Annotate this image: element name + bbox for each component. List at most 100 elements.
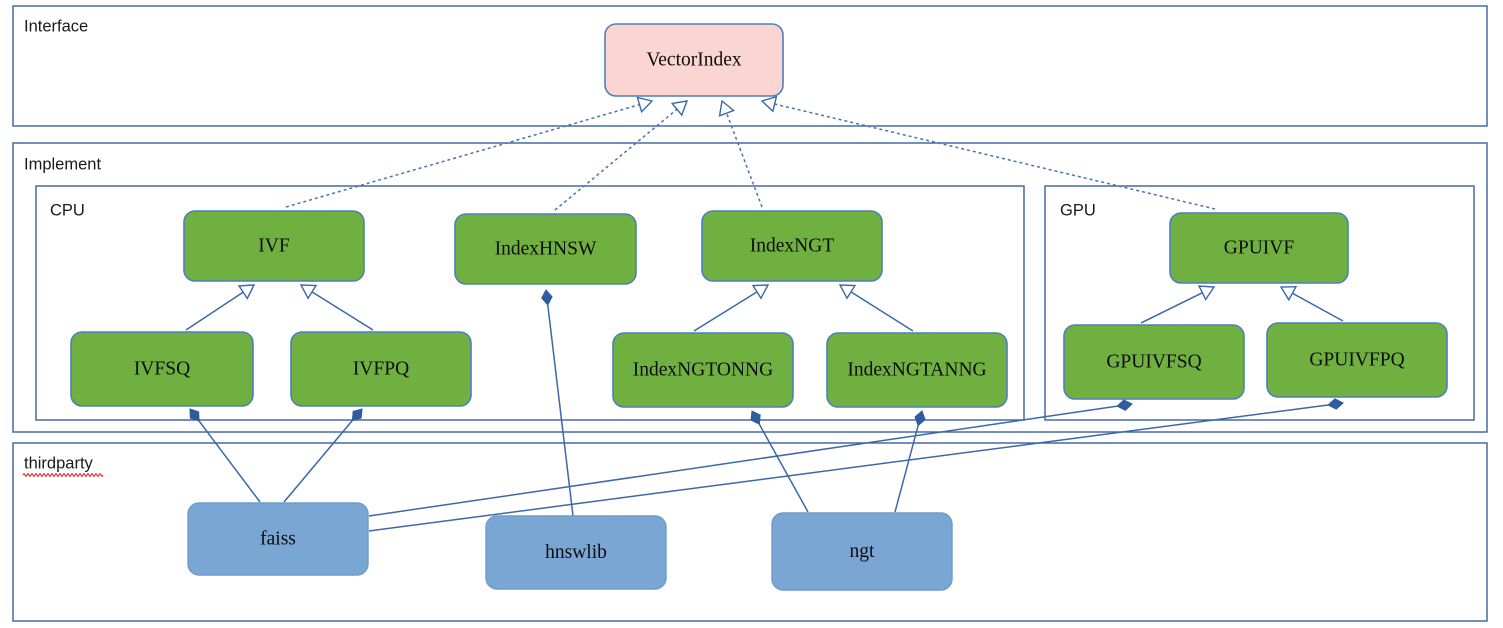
node-gpuivf[interactable]: GPUIVF (1169, 212, 1349, 284)
node-box-ivf[interactable] (183, 210, 365, 282)
edge-indexhnsw-impl-vectorindex (554, 100, 689, 211)
edge-path-ivfsq-ext-ivf (185, 290, 245, 331)
arrowhead-ngtonng-ext-ngt (751, 284, 770, 300)
node-label-faiss: faiss (260, 528, 296, 549)
node-box-indexngt[interactable] (701, 210, 883, 282)
edge-path-faiss-comp-gpuivfsq (368, 405, 1119, 517)
node-label-indexngtonng: IndexNGTONNG (633, 359, 773, 380)
node-label-indexhnsw: IndexHNSW (495, 238, 597, 259)
node-label-ivfsq: IVFSQ (134, 358, 190, 379)
edges-layer (185, 95, 1344, 532)
node-box-gpuivfpq[interactable] (1266, 322, 1448, 398)
edge-hnswlib-comp-indexhnsw (541, 289, 574, 517)
node-label-hnswlib: hnswlib (545, 542, 607, 563)
edge-path-ngtanng-ext-ngt (849, 290, 914, 332)
arrowhead-indexngt-impl-vectorindex (718, 99, 735, 117)
node-label-ivf: IVF (258, 235, 290, 256)
edge-gpuivfpq-ext-gpuivf (1279, 285, 1344, 322)
edge-path-ivf-impl-vectorindex (285, 103, 641, 208)
diamond-faiss-comp-ivfsq (189, 408, 200, 422)
node-label-indexngtanng: IndexNGTANNG (847, 359, 986, 380)
edge-path-ngt-comp-indexngtanng (894, 424, 920, 513)
arrowhead-indexhnsw-impl-vectorindex (670, 100, 689, 117)
node-ivfpq[interactable]: IVFPQ (290, 331, 472, 407)
node-box-gpuivf[interactable] (1169, 212, 1349, 284)
edge-gpuivfsq-ext-gpuivf (1140, 285, 1216, 324)
node-indexngtanng[interactable]: IndexNGTANNG (826, 332, 1008, 408)
edge-faiss-comp-gpuivfsq (368, 399, 1133, 517)
edge-path-indexhnsw-impl-vectorindex (554, 108, 679, 211)
node-box-ivfsq[interactable] (70, 331, 254, 407)
edge-faiss-comp-gpuivfpq (368, 398, 1344, 532)
node-label-gpuivfpq: GPUIVFPQ (1309, 349, 1404, 370)
edge-path-hnswlib-comp-indexhnsw (546, 303, 574, 517)
node-box-faiss[interactable] (187, 502, 369, 576)
node-box-ngt[interactable] (771, 512, 953, 591)
node-box-vectorindex[interactable] (604, 23, 784, 97)
diamond-hnswlib-comp-indexhnsw (541, 289, 553, 306)
node-label-vectorindex: VectorIndex (646, 49, 742, 70)
node-box-gpuivfsq[interactable] (1063, 324, 1245, 400)
node-box-ivfpq[interactable] (290, 331, 472, 407)
edge-ivfpq-ext-ivf (299, 284, 374, 331)
container-label-implement: Implement (24, 155, 101, 173)
node-gpuivfpq[interactable]: GPUIVFPQ (1266, 322, 1448, 398)
edge-path-indexngt-impl-vectorindex (725, 111, 763, 208)
spellcheck-underline-thirdparty (22, 473, 104, 477)
node-indexngt[interactable]: IndexNGT (701, 210, 883, 282)
edge-faiss-comp-ivfpq (283, 408, 363, 503)
diamond-faiss-comp-ivfpq (351, 408, 363, 422)
edge-path-gpuivf-impl-vectorindex (773, 103, 1216, 210)
container-label-gpu: GPU (1060, 201, 1096, 219)
container-label-interface: Interface (24, 17, 88, 35)
arrowhead-gpuivfsq-ext-gpuivf (1197, 285, 1216, 301)
arrowhead-ivfpq-ext-ivf (299, 284, 318, 300)
container-label-cpu: CPU (50, 201, 85, 219)
node-box-indexngtanng[interactable] (826, 332, 1008, 408)
arrowhead-ngtanng-ext-ngt (838, 284, 857, 300)
node-hnswlib[interactable]: hnswlib (485, 515, 667, 590)
edge-path-ngtonng-ext-ngt (693, 290, 759, 332)
diamond-faiss-comp-gpuivfpq (1327, 398, 1344, 410)
node-ivfsq[interactable]: IVFSQ (70, 331, 254, 407)
edge-path-ngt-comp-indexngtonng (758, 422, 809, 513)
edge-indexngt-impl-vectorindex (718, 99, 763, 208)
edge-ivfsq-ext-ivf (185, 284, 256, 331)
node-label-indexngt: IndexNGT (750, 235, 835, 256)
edge-ngtonng-ext-ngt (693, 284, 770, 332)
node-label-ivfpq: IVFPQ (353, 358, 409, 379)
arrowhead-gpuivf-impl-vectorindex (760, 95, 778, 113)
edge-path-gpuivfsq-ext-gpuivf (1140, 291, 1204, 324)
edge-ngt-comp-indexngtanng (894, 410, 926, 513)
arrowhead-ivf-impl-vectorindex (636, 96, 654, 114)
node-ivf[interactable]: IVF (183, 210, 365, 282)
edge-faiss-comp-ivfsq (189, 408, 261, 503)
arrowhead-gpuivfpq-ext-gpuivf (1279, 285, 1298, 302)
node-box-indexngtonng[interactable] (612, 332, 794, 408)
node-box-indexhnsw[interactable] (454, 213, 637, 285)
node-ngt[interactable]: ngt (771, 512, 953, 591)
edge-path-faiss-comp-ivfsq (197, 419, 261, 503)
node-box-hnswlib[interactable] (485, 515, 667, 590)
node-label-gpuivfsq: GPUIVFSQ (1106, 351, 1201, 372)
edge-ivf-impl-vectorindex (285, 96, 654, 208)
node-vectorindex[interactable]: VectorIndex (604, 23, 784, 97)
node-gpuivfsq[interactable]: GPUIVFSQ (1063, 324, 1245, 400)
diamond-ngt-comp-indexngtonng (750, 410, 761, 425)
diamond-faiss-comp-gpuivfsq (1116, 399, 1133, 411)
node-label-ngt: ngt (850, 541, 876, 562)
edge-ngtanng-ext-ngt (838, 284, 914, 332)
edge-path-faiss-comp-gpuivfpq (368, 404, 1330, 532)
edge-gpuivf-impl-vectorindex (760, 95, 1216, 210)
edge-ngt-comp-indexngtonng (750, 410, 809, 513)
arrowhead-ivfsq-ext-ivf (237, 284, 256, 300)
container-label-thirdparty: thirdparty (24, 454, 94, 472)
node-faiss[interactable]: faiss (187, 502, 369, 576)
node-indexhnsw[interactable]: IndexHNSW (454, 213, 637, 285)
edge-path-gpuivfpq-ext-gpuivf (1291, 292, 1344, 322)
node-indexngtonng[interactable]: IndexNGTONNG (612, 332, 794, 408)
node-label-gpuivf: GPUIVF (1224, 237, 1295, 258)
